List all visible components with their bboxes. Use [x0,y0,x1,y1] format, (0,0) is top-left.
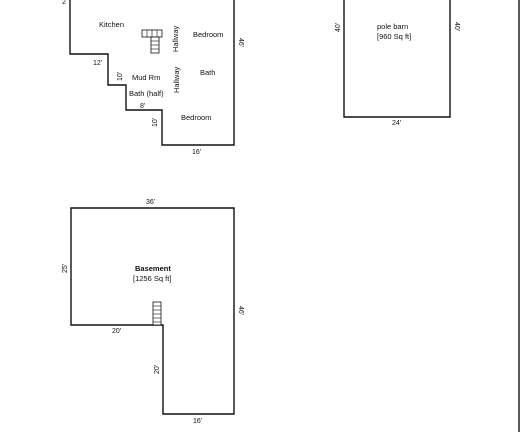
basement-outline [70,207,235,415]
basement-stair-run [152,301,162,326]
room-mud-rm: Mud Rm [132,73,160,82]
dim-20-horizontal: 20' [112,328,121,335]
dim-40-right: 40' [453,22,460,31]
main-floor-outline [69,0,235,146]
basement-stairs [152,301,162,326]
basement-title: Basement [135,264,171,273]
room-bedroom-bottom: Bedroom [181,113,211,122]
dim-10-upper: 10' [117,72,124,81]
dim-16-main: 16' [192,149,201,156]
dim-36-top: 36' [146,199,155,206]
dim-40-left: 40' [335,23,342,32]
pole-barn-plan: pole barn [960 Sq ft] 40' 40' 24' [335,0,460,127]
dim-16-bottom: 16' [193,418,202,425]
room-bath: Bath [200,68,215,77]
dim-10-lower: 10' [152,118,159,127]
room-kitchen: Kitchen [99,20,124,29]
room-hallway-mid: Hallway [172,66,181,93]
pole-barn-title: pole barn [377,22,408,31]
room-hallway-top: Hallway [171,25,180,52]
basement-area: [1256 Sq ft] [133,274,171,283]
main-floor-stairs [141,29,163,54]
room-bedroom-top: Bedroom [193,30,223,39]
room-bath-half: Bath (half) [129,89,164,98]
pole-barn-area: [960 Sq ft] [377,32,411,41]
dim-25-left: 25' [62,264,69,273]
dim-46-right: 46' [237,306,244,315]
dim-top-left-partial: 2 [62,0,66,6]
dim-24-bottom: 24' [392,120,401,127]
dim-8: 8' [140,103,145,110]
dim-46-main: 46' [237,38,244,47]
dim-20-vertical: 20' [154,365,161,374]
main-floor-plan: 2 Kitchen Bedroom Hallway Mud Rm Bath Ha… [62,0,244,156]
pole-barn-outline [343,0,451,118]
basement-plan: Basement [1256 Sq ft] 36' 25' 20' 20' 46… [62,199,244,425]
dim-12: 12' [93,60,102,67]
